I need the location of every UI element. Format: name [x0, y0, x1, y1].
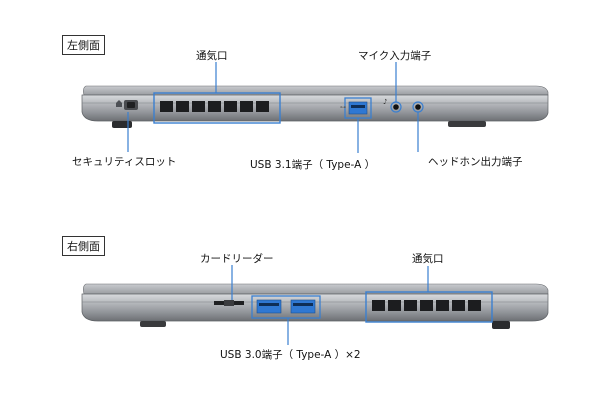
right-vent-callout: 通気口 [412, 253, 444, 265]
left-vent-highlight [153, 92, 281, 124]
mic-icon: ♪ [383, 98, 387, 106]
usb30-callout: USB 3.0端子（ Type-A ）×2 [220, 349, 361, 361]
headphone-jack [415, 104, 421, 110]
rear-foot [448, 121, 486, 127]
right-front-foot [140, 321, 166, 327]
front-foot [112, 121, 132, 128]
usb-symbol-icon: ⊶ [340, 104, 346, 111]
left-laptop-body [81, 85, 549, 128]
left-side-label: 左側面 [62, 35, 105, 55]
usb30-port-2-slot [293, 303, 313, 306]
right-vent-grille [372, 300, 481, 311]
right-vent-highlight [365, 291, 493, 323]
left-vent-callout: 通気口 [196, 50, 228, 62]
security-slot-callout: セキュリティスロット [72, 156, 177, 168]
usb31-callout: USB 3.1端子（ Type-A ） [250, 159, 376, 171]
usb30-port-1-slot [259, 303, 279, 306]
right-rear-foot [492, 321, 510, 329]
mic-callout: マイク入力端子 [358, 50, 432, 62]
usb30-port-2 [290, 299, 316, 314]
card-reader-callout: カードリーダー [200, 253, 274, 265]
usb30-port-1 [256, 299, 282, 314]
card-reader-slot [214, 300, 244, 306]
left-vent-grille [160, 101, 269, 112]
mic-jack [393, 104, 399, 110]
usb30-highlight [251, 295, 321, 319]
usb31-port-slot [351, 105, 365, 108]
headphone-callout: ヘッドホン出力端子 [428, 156, 523, 168]
right-side-label: 右側面 [62, 236, 105, 256]
security-slot-icon [116, 100, 138, 110]
